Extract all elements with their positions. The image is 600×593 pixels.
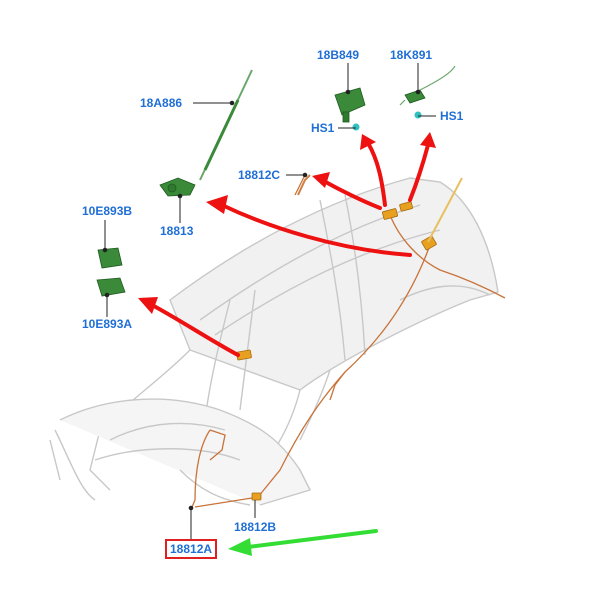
red-arrowhead-18813 [206, 195, 228, 214]
roof-antenna [427, 177, 463, 243]
red-arrowhead-18k891 [420, 132, 436, 148]
label-10e893a: 10E893A [82, 317, 133, 331]
label-18813: 18813 [160, 224, 194, 238]
label-hs1-left: HS1 [311, 121, 335, 135]
red-arrow-to-18k891 [408, 143, 430, 202]
red-arrows [138, 132, 436, 357]
label-hs1-right: HS1 [440, 109, 464, 123]
label-18b849: 18B849 [317, 48, 360, 62]
red-arrowhead-18812c [312, 172, 330, 188]
red-arrow-to-18b849 [366, 141, 387, 207]
hs1-clip-left [352, 123, 360, 131]
module-18b849-component [334, 87, 366, 123]
label-18812b: 18812B [234, 520, 277, 534]
antenna-base-component [159, 177, 196, 197]
label-10e893b: 10E893B [82, 204, 133, 218]
cable-18812c-component [297, 174, 311, 196]
red-arrowhead-10e893a [138, 297, 158, 314]
module-18k891-component [399, 65, 456, 106]
label-18812c: 18812C [238, 168, 281, 182]
module-10e893b-component [97, 247, 123, 269]
leader-lines [102, 63, 436, 540]
module-10e893a-component [96, 277, 126, 297]
wiring-harness [191, 174, 506, 508]
hs1-clip-right [414, 111, 422, 119]
label-18a886: 18A886 [140, 96, 183, 110]
red-arrow-to-18813 [220, 203, 412, 257]
green-arrow [228, 529, 378, 556]
label-18812a-highlighted: 18812A [165, 539, 218, 559]
body-connectors [236, 201, 437, 501]
red-arrow-to-10e893a [150, 303, 240, 357]
antenna-mast-component [199, 69, 253, 181]
red-arrow-to-18812c [320, 178, 382, 210]
vehicle-body-outline [49, 177, 499, 506]
label-18k891: 18K891 [390, 48, 433, 62]
red-arrowhead-18b849 [360, 134, 376, 150]
